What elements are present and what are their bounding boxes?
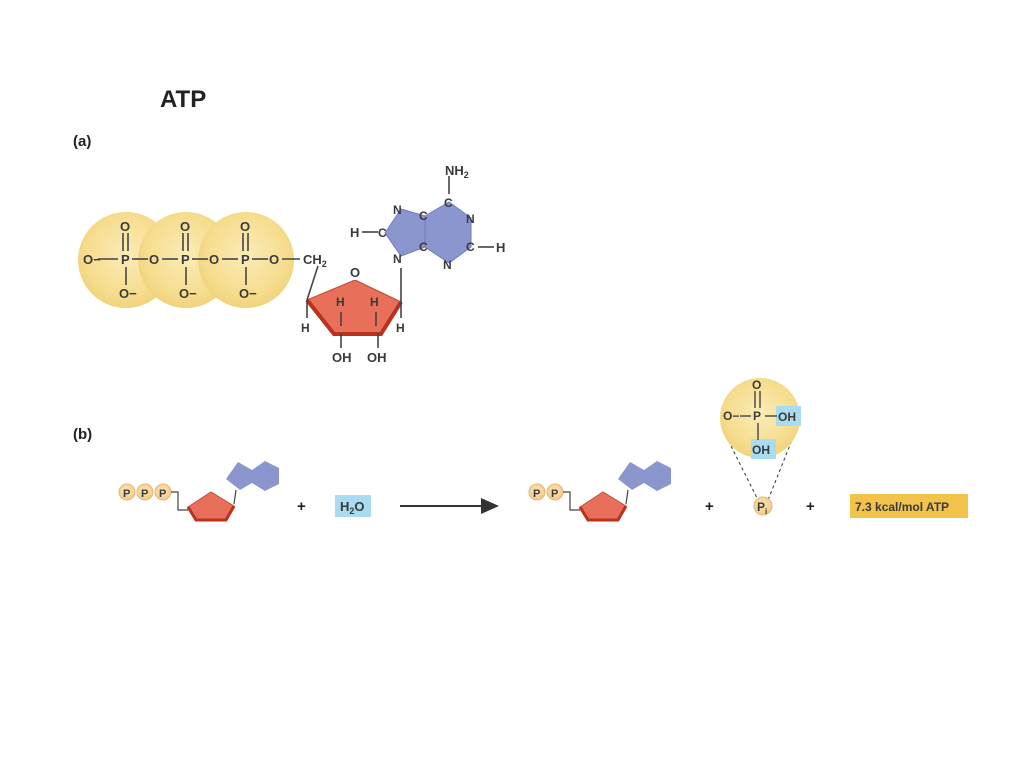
pi-detail-bottom-oh: OH [752, 443, 770, 457]
left-oxygen: O− [83, 252, 101, 267]
pi-oh-highlight-right [776, 406, 801, 426]
phosphate-2-top: O [180, 219, 190, 234]
ribose-oh-2: OH [367, 350, 387, 365]
ribose-oh-1: OH [332, 350, 352, 365]
ribose-h-2: H [370, 295, 379, 309]
adp-phosphate-1: P [533, 488, 540, 500]
ch2-group: CH2 [303, 252, 327, 269]
pi-detail-right-oh: OH [778, 410, 796, 424]
phosphate-3-bottom: O− [239, 286, 257, 301]
inorganic-phosphate: O O− P OH OH Pi [720, 378, 801, 516]
pi-detail-sphere [720, 378, 800, 458]
atp-icon: P P P [118, 461, 279, 522]
adenine-base: NH2 C N C N H C C C H N N [350, 163, 505, 272]
adenine-c-left: C [378, 226, 387, 240]
water-label: H2O [340, 499, 365, 516]
page-title: ATP [160, 86, 206, 113]
adenine-n-top-left: N [393, 203, 402, 217]
phosphate-sphere-3 [198, 212, 294, 308]
phosphate-spheres [78, 212, 294, 308]
atp-phosphate-2: P [141, 488, 148, 500]
ribose-h-3: H [301, 321, 310, 335]
atp-phosphate-1: P [123, 488, 130, 500]
adenine-n-bottom-left: N [393, 252, 402, 266]
water-highlight [335, 495, 371, 517]
energy-box [850, 494, 968, 518]
ribose-h-1: H [336, 295, 345, 309]
pi-label: Pi [757, 500, 767, 516]
bridge-oxygen-3: O [269, 252, 279, 267]
plus-sign-1: + [297, 498, 306, 515]
plus-sign-3: + [806, 498, 815, 515]
phosphate-atoms: O− O P O− O O P O− O O P O− O CH2 [83, 219, 327, 301]
water-box: H2O [335, 495, 371, 517]
adp-phosphate-2: P [551, 488, 558, 500]
panel-b-label: (b) [73, 426, 92, 443]
phosphate-2-p: P [181, 252, 190, 267]
ribose-h-4: H [396, 321, 405, 335]
ribose-ring-front-edge [305, 298, 403, 336]
adenine-n-bottom: N [443, 258, 452, 272]
adenine-h-left: H [350, 225, 359, 240]
energy-label: 7.3 kcal/mol ATP [855, 500, 949, 514]
phosphate-1-top: O [120, 219, 130, 234]
plus-sign-2: + [705, 498, 714, 515]
adenine-n-right: N [466, 212, 475, 226]
adenine-c-lower-mid: C [419, 240, 428, 254]
bridge-oxygen-2: O [209, 252, 219, 267]
phosphate-1-bottom: O− [119, 286, 137, 301]
ribose-ring-oxygen: O [350, 265, 360, 280]
phosphate-3-top: O [240, 219, 250, 234]
pi-detail-left-oxygen: O− [723, 409, 739, 423]
pi-detail-top-oxygen: O [752, 378, 761, 392]
phosphate-2-bottom: O− [179, 286, 197, 301]
phosphate-3-p: P [241, 252, 250, 267]
panel-a-label: (a) [73, 133, 91, 150]
bridge-oxygen-1: O [149, 252, 159, 267]
adp-icon: P P [528, 461, 671, 522]
amino-group: NH2 [445, 163, 469, 180]
energy-badge: 7.3 kcal/mol ATP [850, 494, 968, 518]
adenine-h-right: H [496, 240, 505, 255]
atp-phosphate-3: P [159, 488, 166, 500]
phosphate-1-p: P [121, 252, 130, 267]
ribose-sugar: O H H H H OH OH [301, 264, 405, 365]
adenine-c-top: C [444, 196, 453, 210]
pi-oh-highlight-bottom [751, 439, 776, 459]
adenine-c-upper-mid: C [419, 209, 428, 223]
pi-detail-phosphorus: P [753, 409, 761, 423]
adenine-c-right: C [466, 240, 475, 254]
pi-small-sphere [753, 496, 773, 516]
phosphate-bonds [98, 233, 300, 285]
